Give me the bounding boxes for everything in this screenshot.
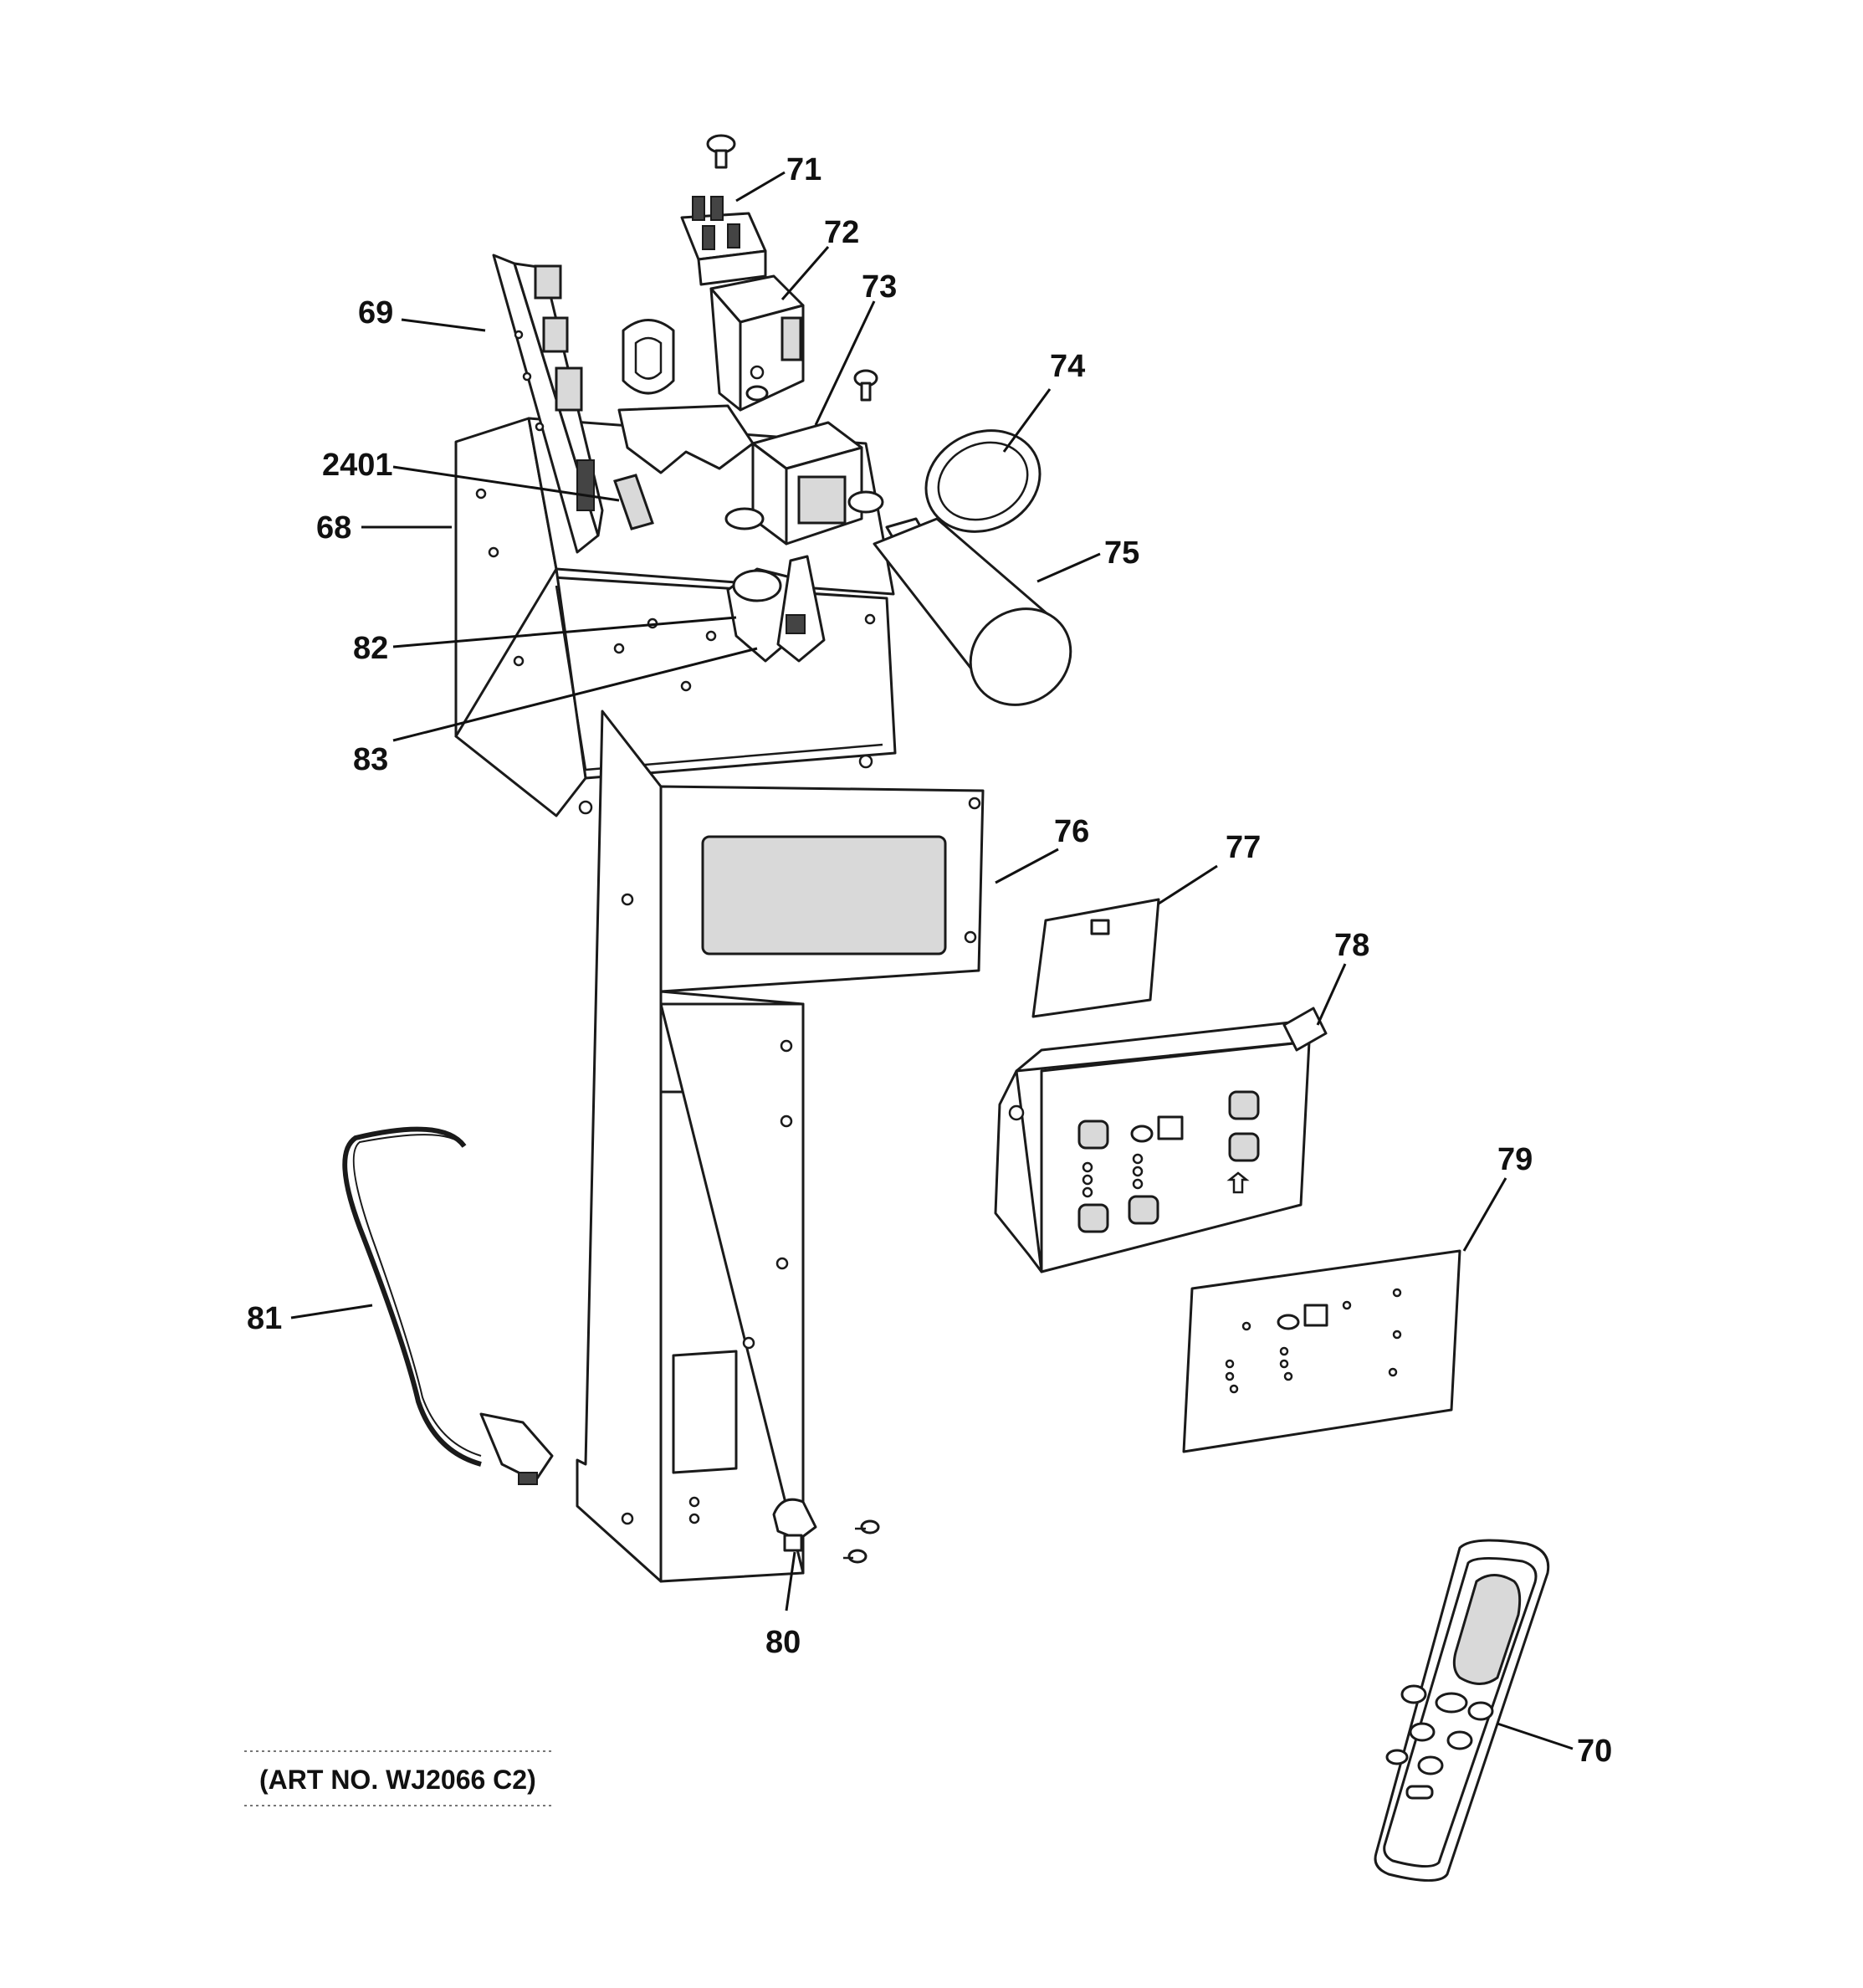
transformer <box>724 385 884 546</box>
art-number: (ART NO. WJ2066 C2) <box>244 1750 554 1806</box>
label-77: 77 <box>1226 830 1261 865</box>
control-board-housing <box>994 1007 1328 1273</box>
label-2401: 2401 <box>322 448 393 483</box>
terminal-block <box>680 196 767 286</box>
control-panel-bracket <box>576 710 985 1583</box>
label-72: 72 <box>824 215 859 250</box>
label-81: 81 <box>247 1301 282 1336</box>
label-78: 78 <box>1334 928 1369 963</box>
leader-lines <box>290 171 1574 1750</box>
screw-71 <box>706 134 736 169</box>
label-68: 68 <box>316 510 351 546</box>
label-69: 69 <box>358 295 393 330</box>
cord-clamp <box>772 1498 880 1564</box>
label-71: 71 <box>786 152 821 187</box>
capacitor-bracket <box>726 555 826 663</box>
control-panel-overlay <box>1182 1249 1461 1453</box>
art-number-text: (ART NO. WJ2066 C2) <box>259 1765 536 1795</box>
label-79: 79 <box>1497 1142 1533 1177</box>
label-80: 80 <box>765 1625 801 1660</box>
label-83: 83 <box>353 742 388 777</box>
label-73: 73 <box>862 269 897 305</box>
main-control-board <box>492 254 604 554</box>
fuse <box>613 474 654 530</box>
wire-clip <box>617 319 755 474</box>
wire-harness <box>342 1126 554 1485</box>
part-labels: 71 72 73 74 75 76 77 78 79 70 80 81 82 8… <box>247 152 1612 1769</box>
screw-73 <box>853 369 878 402</box>
capacitor <box>873 517 1072 706</box>
label-70: 70 <box>1577 1734 1612 1769</box>
relay <box>709 274 805 412</box>
remote-control <box>1374 1539 1550 1882</box>
label-76: 76 <box>1054 814 1089 849</box>
display-lens <box>1031 898 1160 1018</box>
label-74: 74 <box>1050 349 1085 384</box>
label-75: 75 <box>1104 535 1139 571</box>
label-82: 82 <box>353 631 388 666</box>
